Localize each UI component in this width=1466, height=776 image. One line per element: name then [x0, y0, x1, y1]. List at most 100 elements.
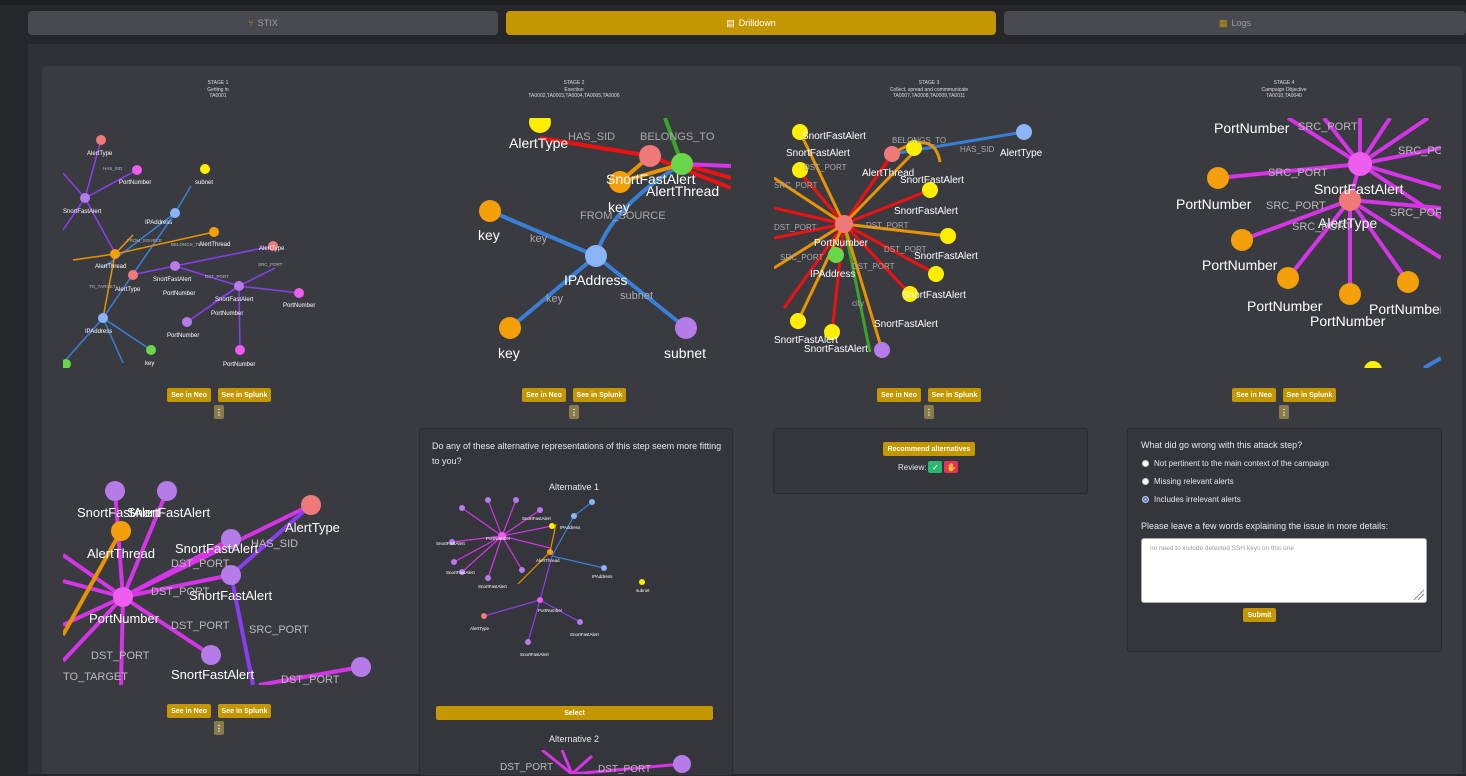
- stage-1-see-splunk-button[interactable]: See in Splunk: [218, 388, 271, 402]
- stage-1-detail-graph[interactable]: SnortFastAlert SnortFastAlert AlertType …: [63, 455, 376, 685]
- s3-edge-dst-port-4: DST_PORT: [884, 245, 927, 254]
- feedback-question: What did go wrong with this attack step?: [1141, 440, 1303, 450]
- s4-label-snortfastalert: SnortFastAlert: [1314, 181, 1404, 197]
- submit-feedback-button[interactable]: Submit: [1243, 608, 1276, 622]
- feedback-textarea-placeholder: no need to include detected SSH keys on …: [1150, 545, 1294, 552]
- stage-4-see-splunk-button[interactable]: See in Splunk: [1283, 388, 1336, 402]
- s2-label-key-2: key: [478, 227, 500, 243]
- s1-edge-belongs-to: BELONGS_TO: [171, 242, 202, 247]
- stage-1-graph[interactable]: AlertType PortNumber subnet SnortFastAle…: [63, 118, 376, 368]
- alternatives-question: Do any of these alternative representati…: [432, 441, 722, 466]
- s1d-label-alerttype: AlertType: [285, 520, 340, 535]
- feedback-details-textarea[interactable]: no need to include detected SSH keys on …: [1141, 538, 1427, 603]
- select-alternative-1-button[interactable]: Select: [436, 706, 713, 720]
- stage-3-see-neo-button[interactable]: See in Neo: [877, 388, 921, 402]
- radio-not-pertinent[interactable]: [1142, 460, 1149, 467]
- stage-4-more-button[interactable]: ⋮: [1279, 405, 1289, 419]
- s1-label-key: key: [145, 361, 154, 367]
- s1-edge-src-port: SRC_PORT: [258, 262, 283, 267]
- s1d-edge-dst-port-2: DST_PORT: [151, 586, 210, 598]
- s1-label-snortfastalert-3: SnortFastAlert: [215, 297, 254, 303]
- s3-label-alertthread: AlertThread: [862, 168, 914, 179]
- alt1-label-snortfastalert-6: SnortFastAlert: [520, 652, 550, 657]
- stage-2-see-neo-button[interactable]: See in Neo: [522, 388, 566, 402]
- s4-edge-src-port-3: SRC_PORT: [1398, 145, 1441, 157]
- s4-label-portnumber-2: PortNumber: [1176, 196, 1252, 212]
- stage-1-detail-see-neo-button[interactable]: See in Neo: [167, 704, 211, 718]
- check-icon[interactable]: ✓: [928, 461, 943, 473]
- s1d-label-portnumber: PortNumber: [89, 611, 160, 626]
- s1-label-snortfastalert-2: SnortFastAlert: [153, 277, 192, 283]
- s1-label-subnet: subnet: [195, 180, 213, 186]
- alt1-label-snortfastalert-3: SnortFastAlert: [446, 570, 476, 575]
- s1-label-ipaddress-2: IPAddress: [85, 329, 112, 335]
- stage-4-graph[interactable]: PortNumber SnortFastAlert PortNumber Ale…: [1128, 118, 1441, 368]
- thumbs-down-icon[interactable]: ✋: [944, 461, 959, 473]
- s4-label-portnumber-3: PortNumber: [1202, 257, 1278, 273]
- alternative-2-graph[interactable]: DST_PORT DST_PORT: [432, 750, 716, 774]
- s3-edge-city: city: [852, 299, 864, 308]
- resize-handle[interactable]: [1414, 590, 1424, 600]
- option-not-pertinent-label: Not pertinent to the main context of the…: [1154, 459, 1329, 468]
- stage-3-more-button[interactable]: ⋮: [924, 405, 934, 419]
- s1-label-alertthread: AlertThread: [199, 242, 230, 248]
- tab-stix-label: STIX: [257, 18, 278, 28]
- tab-logs[interactable]: ▦ Logs: [1004, 11, 1466, 35]
- s3-edge-dst-port-3: DST_PORT: [774, 223, 817, 232]
- tab-drilldown[interactable]: ▤ Drilldown: [506, 11, 996, 35]
- calendar-icon: ▦: [1218, 17, 1228, 28]
- alternative-1-graph[interactable]: SnortFastAlert PortNumber SnortFastAlert…: [432, 496, 716, 664]
- radio-irrelevant-alerts[interactable]: [1142, 496, 1149, 503]
- recommend-alternatives-button[interactable]: Recommend alternatives: [883, 442, 975, 456]
- alt2-edge-dst-port-2: DST_PORT: [598, 764, 651, 774]
- stage-2-header: STAGE 2 Exection TA0002,TA0003,TA0004,TA…: [424, 80, 724, 100]
- s1-label-portnumber-6: PortNumber: [223, 362, 255, 368]
- stage-2-more-button[interactable]: ⋮: [569, 405, 579, 419]
- s3-label-portnumber: PortNumber: [814, 238, 869, 249]
- s2-label-key: key: [608, 199, 630, 215]
- stage-1-more-button[interactable]: ⋮: [214, 405, 224, 419]
- s3-label-snortfastalert-6: SnortFastAlert: [902, 290, 966, 301]
- radio-missing-alerts[interactable]: [1142, 478, 1149, 485]
- book-icon: ▤: [726, 17, 735, 28]
- feedback-option-not-pertinent[interactable]: Not pertinent to the main context of the…: [1142, 459, 1329, 468]
- alt1-label-alerttype: AlertType: [470, 626, 490, 631]
- s1d-edge-dst-port: DST_PORT: [171, 558, 230, 570]
- s1d-label-snortfastalert-5: SnortFastAlert: [171, 667, 254, 682]
- s1-label-alertthread-2: AlertThread: [95, 264, 126, 270]
- s1-label-ipaddress: IPAddress: [145, 220, 172, 226]
- stage-4-see-neo-button[interactable]: See in Neo: [1232, 388, 1276, 402]
- s2-label-snortfastalert: SnortFastAlert: [606, 171, 696, 187]
- alt1-label-portnumber: PortNumber: [486, 536, 511, 541]
- stage-4-tactics: TA0010,TA0040: [1266, 93, 1302, 99]
- stage-1-see-neo-button[interactable]: See in Neo: [167, 388, 211, 402]
- s1-edge-dst-port: DST_PORT: [205, 274, 229, 279]
- stage-1-tactics: TA0001: [209, 93, 227, 99]
- s1-label-portnumber-5: PortNumber: [167, 333, 199, 339]
- s1d-edge-src-port: SRC_PORT: [249, 624, 309, 636]
- feedback-option-irrelevant-alerts[interactable]: Includes irrelevant alerts: [1142, 495, 1241, 504]
- s4-label-alerttype: AlertType: [1318, 215, 1377, 231]
- stage-1-detail-see-splunk-button[interactable]: See in Splunk: [218, 704, 271, 718]
- feedback-details-label: Please leave a few words explaining the …: [1141, 521, 1389, 531]
- s1-label-portnumber-2: PortNumber: [163, 291, 195, 297]
- s4-label-portnumber: PortNumber: [1214, 120, 1290, 136]
- s4-label-portnumber-5: PortNumber: [1369, 301, 1441, 317]
- tab-drilldown-label: Drilldown: [738, 18, 776, 28]
- s2-edge-key-2: key: [546, 293, 564, 305]
- stage-3-see-splunk-button[interactable]: See in Splunk: [928, 388, 981, 402]
- s3-edge-belongs-to: BELONGS_TO: [892, 136, 946, 145]
- s3-label-snortfastalert: SnortFastAlert: [802, 131, 866, 142]
- stage-2-see-splunk-button[interactable]: See in Splunk: [573, 388, 626, 402]
- alt1-label-ipaddress: IPAddress: [560, 525, 581, 530]
- stage-2-graph[interactable]: AlertType SnortFastAlert AlertThread key…: [420, 118, 731, 368]
- s2-label-key-3: key: [498, 345, 520, 361]
- stage-3-graph[interactable]: SnortFastAlert AlertType SnortFastAlert …: [774, 118, 1088, 368]
- s1d-label-snortfastalert-4: SnortFastAlert: [189, 588, 272, 603]
- s1d-edge-to-target: TO_TARGET: [63, 671, 128, 683]
- stage-1-detail-more-button[interactable]: ⋮: [214, 721, 224, 735]
- s1d-edge-has-sid: HAS_SID: [251, 538, 298, 550]
- feedback-option-missing-alerts[interactable]: Missing relevant alerts: [1142, 477, 1234, 486]
- tab-stix[interactable]: ⑂ STIX: [28, 11, 498, 35]
- s3-label-snortfastalert-2: SnortFastAlert: [786, 148, 850, 159]
